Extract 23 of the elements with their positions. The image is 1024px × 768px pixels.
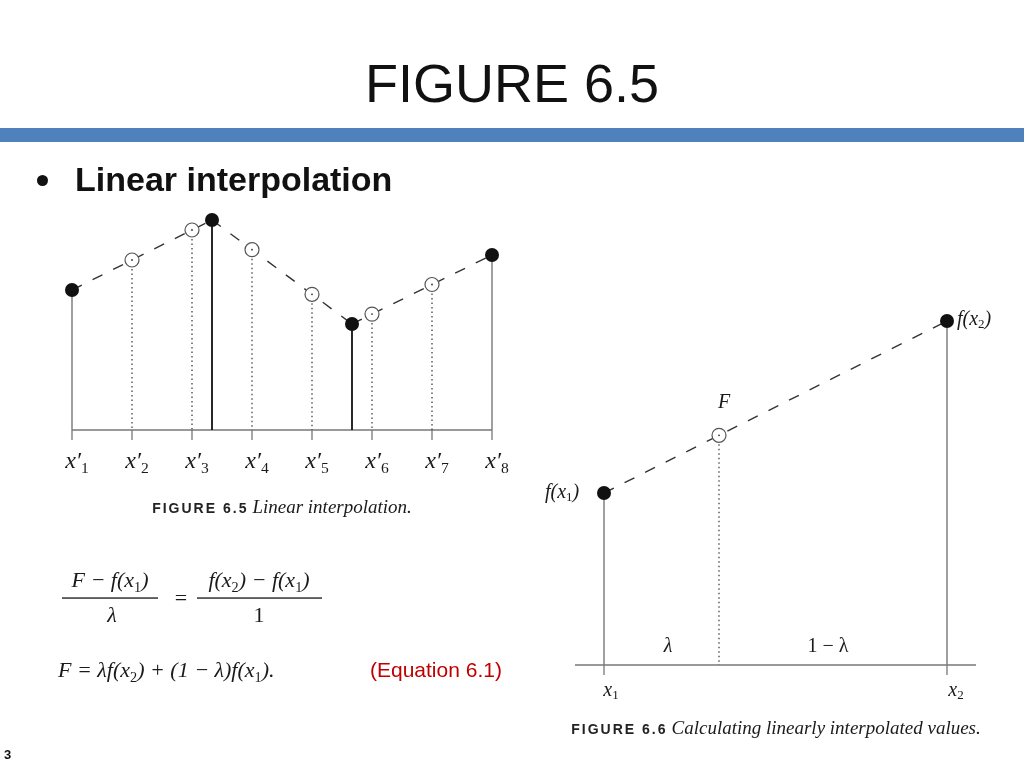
equation-number: (Equation 6.1) [370,657,502,683]
figure-caption: FIGURE 6.5 Linear interpolation. [152,496,412,518]
axis-label: x′$_{6}$ [365,447,389,475]
axis-label: x′$_{5}$ [305,447,329,475]
axis-label: x$_{2}$ [948,677,964,701]
axis-label: x′$_{2}$ [125,447,149,475]
slide-title: FIGURE 6.5 [364,51,660,115]
numerator: F − f(x$_{1}$) [71,567,149,593]
axis-label: x$_{1}$ [603,677,619,701]
equals-sign: = [174,585,188,611]
page-number: 3 [4,747,12,763]
bullet-text: Linear interpolation [75,160,393,200]
axis-label: x′$_{3}$ [185,447,209,475]
denominator: 1 [253,602,265,628]
figure-caption: FIGURE 6.6 Calculating linearly interpolated values. [571,717,981,739]
denominator: λ [107,602,117,628]
axis-label: x′$_{1}$ [65,447,89,475]
point-label: f(x$_{1}$) [545,479,580,503]
axis-label: x′$_{4}$ [245,447,269,475]
axis-label: x′$_{7}$ [425,447,449,475]
equation: F = λf(x$_{2}$) + (1 − λ)f(x$_{1}$). [58,657,275,683]
axis-label: x′$_{8}$ [485,447,509,475]
numerator: f(x$_{2}$) − f(x$_{1}$) [208,567,310,593]
